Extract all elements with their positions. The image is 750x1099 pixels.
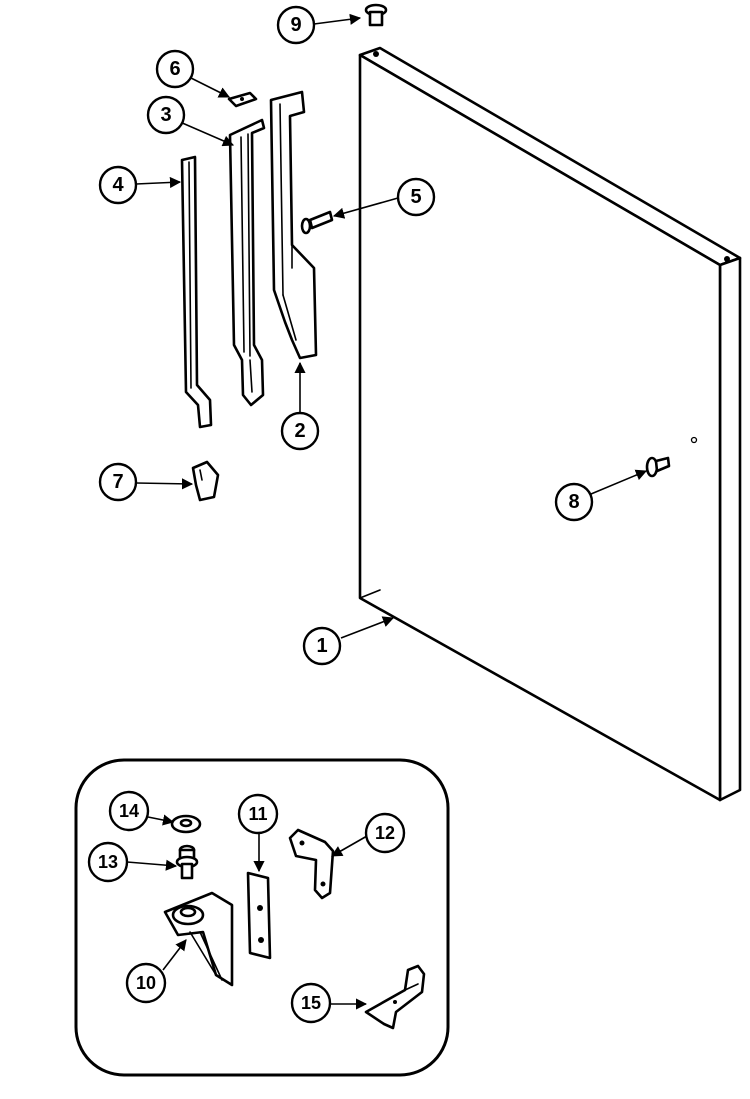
callout-1-label: 1 (316, 635, 327, 657)
callout-12: 12 (364, 812, 406, 854)
callout-9-label: 9 (290, 14, 301, 36)
trim-strip-center (228, 118, 266, 407)
callout-15-label: 15 (301, 993, 321, 1013)
trim-strip-left (180, 155, 213, 429)
callout-5: 5 (396, 177, 436, 217)
callout-8: 8 (554, 482, 594, 522)
leader-lines (126, 13, 648, 1010)
clip (191, 460, 220, 502)
callout-4-label: 4 (112, 174, 124, 196)
callout-4: 4 (98, 165, 138, 205)
shim-plate (246, 871, 272, 960)
hinge-pin (175, 844, 199, 880)
callout-6: 6 (155, 49, 195, 89)
trim-strip-right (269, 90, 318, 360)
callout-11: 11 (237, 793, 279, 835)
screw (300, 210, 334, 235)
callout-6-label: 6 (169, 58, 180, 80)
callout-15: 15 (290, 982, 332, 1024)
callout-13-label: 13 (98, 852, 118, 872)
callout-10-label: 10 (136, 973, 156, 993)
door-panel (358, 46, 742, 802)
callout-9: 9 (276, 5, 316, 45)
callout-5-label: 5 (410, 186, 421, 208)
callout-3-label: 3 (160, 104, 171, 126)
callout-1: 1 (302, 626, 342, 666)
callout-2-label: 2 (294, 420, 305, 442)
door-stop (645, 456, 671, 478)
callout-13: 13 (87, 841, 129, 883)
callout-7: 7 (98, 462, 138, 502)
callout-14-label: 14 (119, 801, 139, 821)
hinge-bracket (288, 828, 335, 900)
callout-12-label: 12 (375, 823, 395, 843)
plate (227, 91, 258, 108)
callout-14: 14 (108, 790, 150, 832)
callout-7-label: 7 (112, 471, 123, 493)
callout-2: 2 (280, 411, 320, 451)
small-bracket (364, 964, 426, 1030)
callout-11-label: 11 (248, 804, 267, 824)
callout-10: 10 (125, 962, 167, 1004)
inset-frame (74, 758, 450, 1077)
bottom-hinge (163, 891, 234, 987)
cap-screw (364, 3, 388, 27)
callout-3: 3 (146, 95, 186, 135)
callout-8-label: 8 (568, 491, 579, 513)
washer (170, 814, 202, 834)
